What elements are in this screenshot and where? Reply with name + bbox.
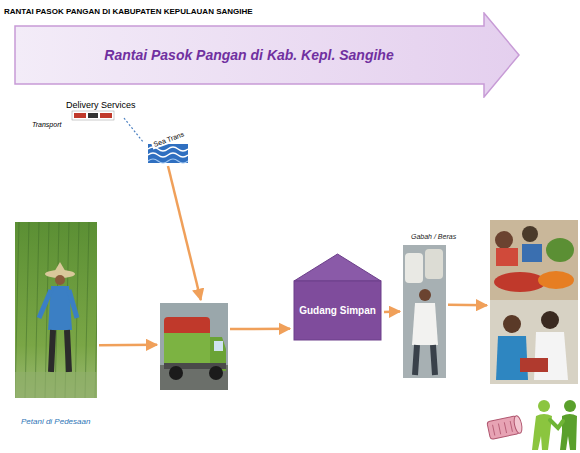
delivery-service: Delivery ServicesTransport [30, 94, 122, 124]
dotted-link [124, 118, 143, 142]
diagram-title: RANTAI PASOK PANGAN DI KABUPATEN KEPULAU… [4, 7, 253, 16]
node-label: Transport [32, 121, 61, 129]
node-label: Rantai Pasok Pangan di Kab. Kepl. Sangih… [104, 47, 393, 63]
flow-arrow [384, 310, 400, 313]
truck-shape [160, 303, 228, 390]
title-slot: RANTAI PASOK PANGAN DI KABUPATEN KEPULAU… [4, 0, 253, 18]
warehouse-house: Gudang Simpan [293, 253, 382, 341]
market-shape [490, 220, 578, 384]
worker-photo: Gabah / Beras [403, 245, 446, 378]
node-label: Delivery Services [66, 100, 136, 110]
handshake-icon [532, 400, 577, 450]
node-label: Gudang Simpan [299, 305, 376, 317]
node-label: Petani di Pedesaan [21, 417, 90, 426]
text-slot: Gudang Simpan [293, 281, 382, 341]
truck-photo [160, 303, 228, 390]
farmer-shape [15, 222, 97, 398]
flow-arrow [99, 344, 157, 347]
sea-transport: Sea Trans [146, 130, 190, 164]
text-slot: Petani di Pedesaan [21, 410, 90, 428]
banner-arrow: Rantai Pasok Pangan di Kab. Kepl. Sangih… [14, 12, 520, 98]
money-roll-icon [487, 415, 524, 440]
text-slot: Gabah / Beras [411, 225, 456, 243]
market-photo [490, 220, 578, 384]
flow-arrow [448, 304, 487, 307]
flow-arrow [230, 327, 290, 330]
farmer-photo: Petani di Pedesaan [15, 222, 97, 398]
text-slot: Transport [32, 113, 61, 131]
flow-arrow [168, 166, 201, 300]
text-slot: Delivery Services [66, 94, 136, 112]
text-slot: Rantai Pasok Pangan di Kab. Kepl. Sangih… [14, 26, 484, 84]
node-label: Gabah / Beras [411, 233, 456, 241]
house-shape [293, 253, 382, 341]
worker-shape [403, 245, 446, 378]
